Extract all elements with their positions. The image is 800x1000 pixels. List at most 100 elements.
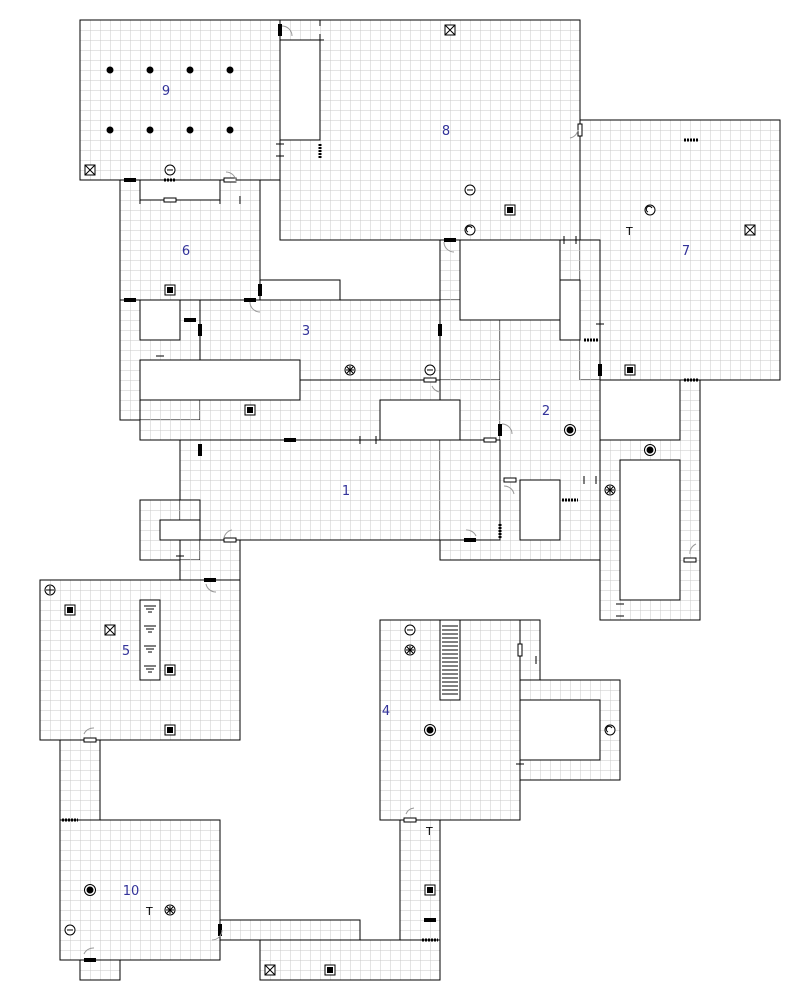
throne-icon: T	[425, 825, 433, 838]
altar-icon	[164, 904, 176, 916]
block-3-north	[259, 279, 341, 301]
door-open	[483, 437, 497, 443]
block-2-mid	[519, 479, 561, 541]
well-icon	[44, 584, 56, 596]
trap-icons	[84, 24, 756, 976]
room-label-4: 4	[382, 704, 390, 719]
door-open	[503, 477, 517, 483]
throne-icon: T	[145, 905, 153, 918]
block-2-north	[459, 239, 561, 321]
room-label-10: 10	[123, 884, 140, 899]
room-label-6: 6	[182, 244, 190, 259]
altar-icon	[604, 484, 616, 496]
statue-icon	[404, 624, 416, 636]
room-label-2: 2	[542, 404, 550, 419]
pillar-icon	[226, 126, 234, 134]
compass-icons	[464, 204, 656, 736]
pillar-icon	[146, 66, 154, 74]
door-solid	[424, 918, 436, 922]
door-open	[223, 537, 237, 543]
chest-icon	[164, 724, 176, 736]
stairs-icon	[439, 619, 461, 701]
corridor-south-lower	[259, 939, 441, 981]
altar-icon	[344, 364, 356, 376]
pillar-icon	[106, 66, 114, 74]
door-open	[223, 177, 237, 183]
block-6-gap	[139, 179, 221, 201]
chest-icon	[504, 204, 516, 216]
door-solid	[198, 324, 202, 336]
compass-icon	[644, 204, 656, 216]
block-6-south	[139, 299, 181, 341]
door-solid	[198, 444, 202, 456]
pillar-icon	[186, 126, 194, 134]
fountain-icons	[84, 424, 656, 896]
door-open	[163, 197, 177, 203]
pillar-icon	[226, 66, 234, 74]
trap-x-icon	[444, 24, 456, 36]
fountain-icon	[84, 884, 96, 896]
door-solid	[284, 438, 296, 442]
door-solid	[464, 538, 476, 542]
trap-x-icon	[264, 964, 276, 976]
room-9-floor	[79, 19, 281, 181]
room-label-3: 3	[302, 324, 310, 339]
door-solid	[278, 24, 282, 36]
chest-icon	[624, 364, 636, 376]
corridor-1-5	[179, 539, 241, 581]
trap-x-icon	[104, 624, 116, 636]
room-1-floor	[179, 439, 501, 541]
door-open	[83, 737, 97, 743]
trap-x-icon	[84, 164, 96, 176]
compass-icon	[604, 724, 616, 736]
door-solid	[498, 424, 502, 436]
door-solid	[598, 364, 602, 376]
chest-icon	[244, 404, 256, 416]
compass-icon	[464, 224, 476, 236]
throne-icons: T T T	[145, 225, 633, 918]
block-7-east	[599, 379, 681, 441]
room-7-floor	[579, 119, 781, 381]
chest-icons	[64, 204, 636, 976]
door-solid	[244, 298, 256, 302]
room-4-annex	[519, 619, 541, 681]
door-open	[403, 817, 417, 823]
block-2-south	[619, 459, 681, 601]
chest-icon	[164, 664, 176, 676]
corridor-south	[219, 919, 361, 941]
door-solid	[184, 318, 196, 322]
room-8-floor	[279, 19, 581, 241]
door-solid	[204, 578, 216, 582]
block-3-inner	[379, 399, 461, 441]
doors	[62, 19, 698, 962]
door-open	[423, 377, 437, 383]
door-open	[517, 643, 523, 657]
pillar-icon	[186, 66, 194, 74]
block-2-ne	[559, 279, 581, 341]
solid-blocks	[139, 39, 681, 761]
statue-icons	[64, 164, 476, 936]
corridor-5-10	[59, 739, 101, 821]
curtain-icons	[139, 599, 161, 681]
pillars	[106, 66, 234, 134]
pillar-icon	[146, 126, 154, 134]
room-label-8: 8	[442, 124, 450, 139]
statue-icon	[164, 164, 176, 176]
chest-icon	[324, 964, 336, 976]
door-solid	[84, 958, 96, 962]
chest-icon	[64, 604, 76, 616]
statue-icon	[424, 364, 436, 376]
block-4-east	[519, 699, 601, 761]
door-open	[683, 557, 697, 563]
room-label-9: 9	[162, 84, 170, 99]
statue-icon	[64, 924, 76, 936]
door-solid	[438, 324, 442, 336]
chest-icon	[164, 284, 176, 296]
block-8-west	[279, 39, 321, 141]
fountain-icon	[424, 724, 436, 736]
throne-icon: T	[625, 225, 633, 238]
room-label-7: 7	[682, 244, 690, 259]
door-solid	[258, 284, 262, 296]
room-label-5: 5	[122, 644, 130, 659]
